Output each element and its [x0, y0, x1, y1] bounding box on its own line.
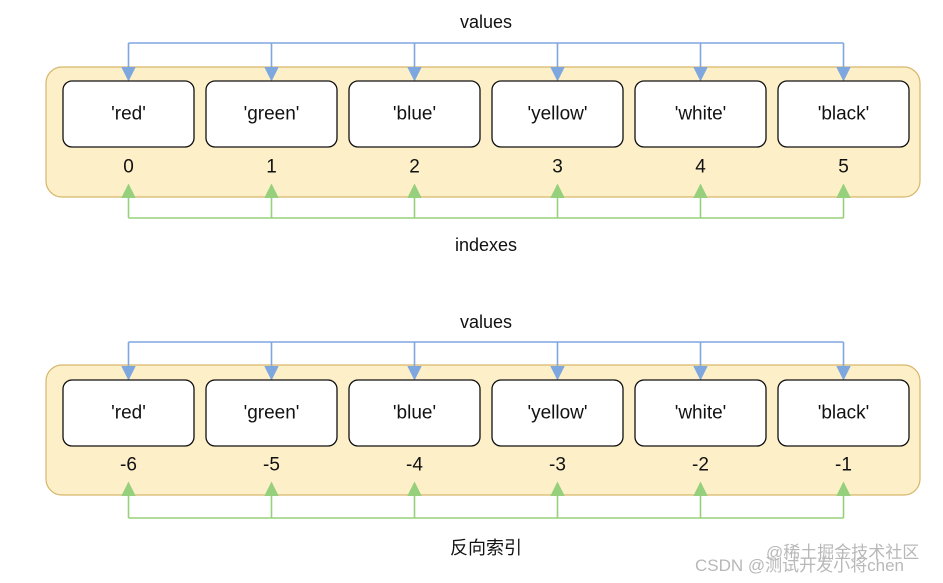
list-cell	[348, 379, 481, 447]
list-cell-value: 'black'	[818, 104, 870, 125]
index-label: 反向索引	[450, 538, 522, 558]
list-cell-value: 'green'	[244, 104, 300, 125]
values-label: values	[460, 312, 512, 332]
index-label: indexes	[455, 235, 517, 255]
list-cell	[634, 379, 767, 447]
index-number: 1	[266, 157, 277, 178]
list-cell	[634, 80, 767, 148]
diagram-2: values 反向索引 'red' -6 'green' -5 'blue' -4 'yello…	[45, 312, 921, 558]
list-cell	[62, 80, 195, 148]
watermark-csdn: CSDN @测试开发小将chen	[695, 556, 904, 575]
list-cell	[62, 379, 195, 447]
list-cell-value: 'red'	[111, 104, 146, 125]
list-cell-value: 'white'	[675, 104, 727, 125]
index-number: -1	[835, 455, 852, 476]
index-number: -2	[692, 455, 709, 476]
list-cell	[491, 80, 624, 148]
list-cell	[348, 80, 481, 148]
list-cell	[205, 80, 338, 148]
list-cell-value: 'yellow'	[527, 104, 587, 125]
index-number: -5	[263, 455, 280, 476]
index-number: -4	[406, 455, 423, 476]
index-number: -3	[549, 455, 566, 476]
list-cell-value: 'red'	[111, 403, 146, 424]
list-cell	[777, 379, 910, 447]
list-cell-value: 'black'	[818, 403, 870, 424]
list-cell-value: 'blue'	[393, 403, 436, 424]
list-cell	[777, 80, 910, 148]
diagram-1: values indexes 'red' 0 'green' 1 'blue' 2 'yello…	[45, 12, 921, 255]
index-number: 3	[552, 157, 563, 178]
list-cell-value: 'yellow'	[527, 403, 587, 424]
list-cell-value: 'blue'	[393, 104, 436, 125]
list-cell-value: 'green'	[244, 403, 300, 424]
index-number: 5	[838, 157, 849, 178]
list-cell	[491, 379, 624, 447]
index-number: 0	[123, 157, 134, 178]
index-number: -6	[120, 455, 137, 476]
values-label: values	[460, 12, 512, 32]
list-cell-value: 'white'	[675, 403, 727, 424]
watermark-juejin: @稀土掘金技术社区	[766, 543, 919, 562]
index-number: 2	[409, 157, 420, 178]
index-number: 4	[695, 157, 706, 178]
list-cell	[205, 379, 338, 447]
